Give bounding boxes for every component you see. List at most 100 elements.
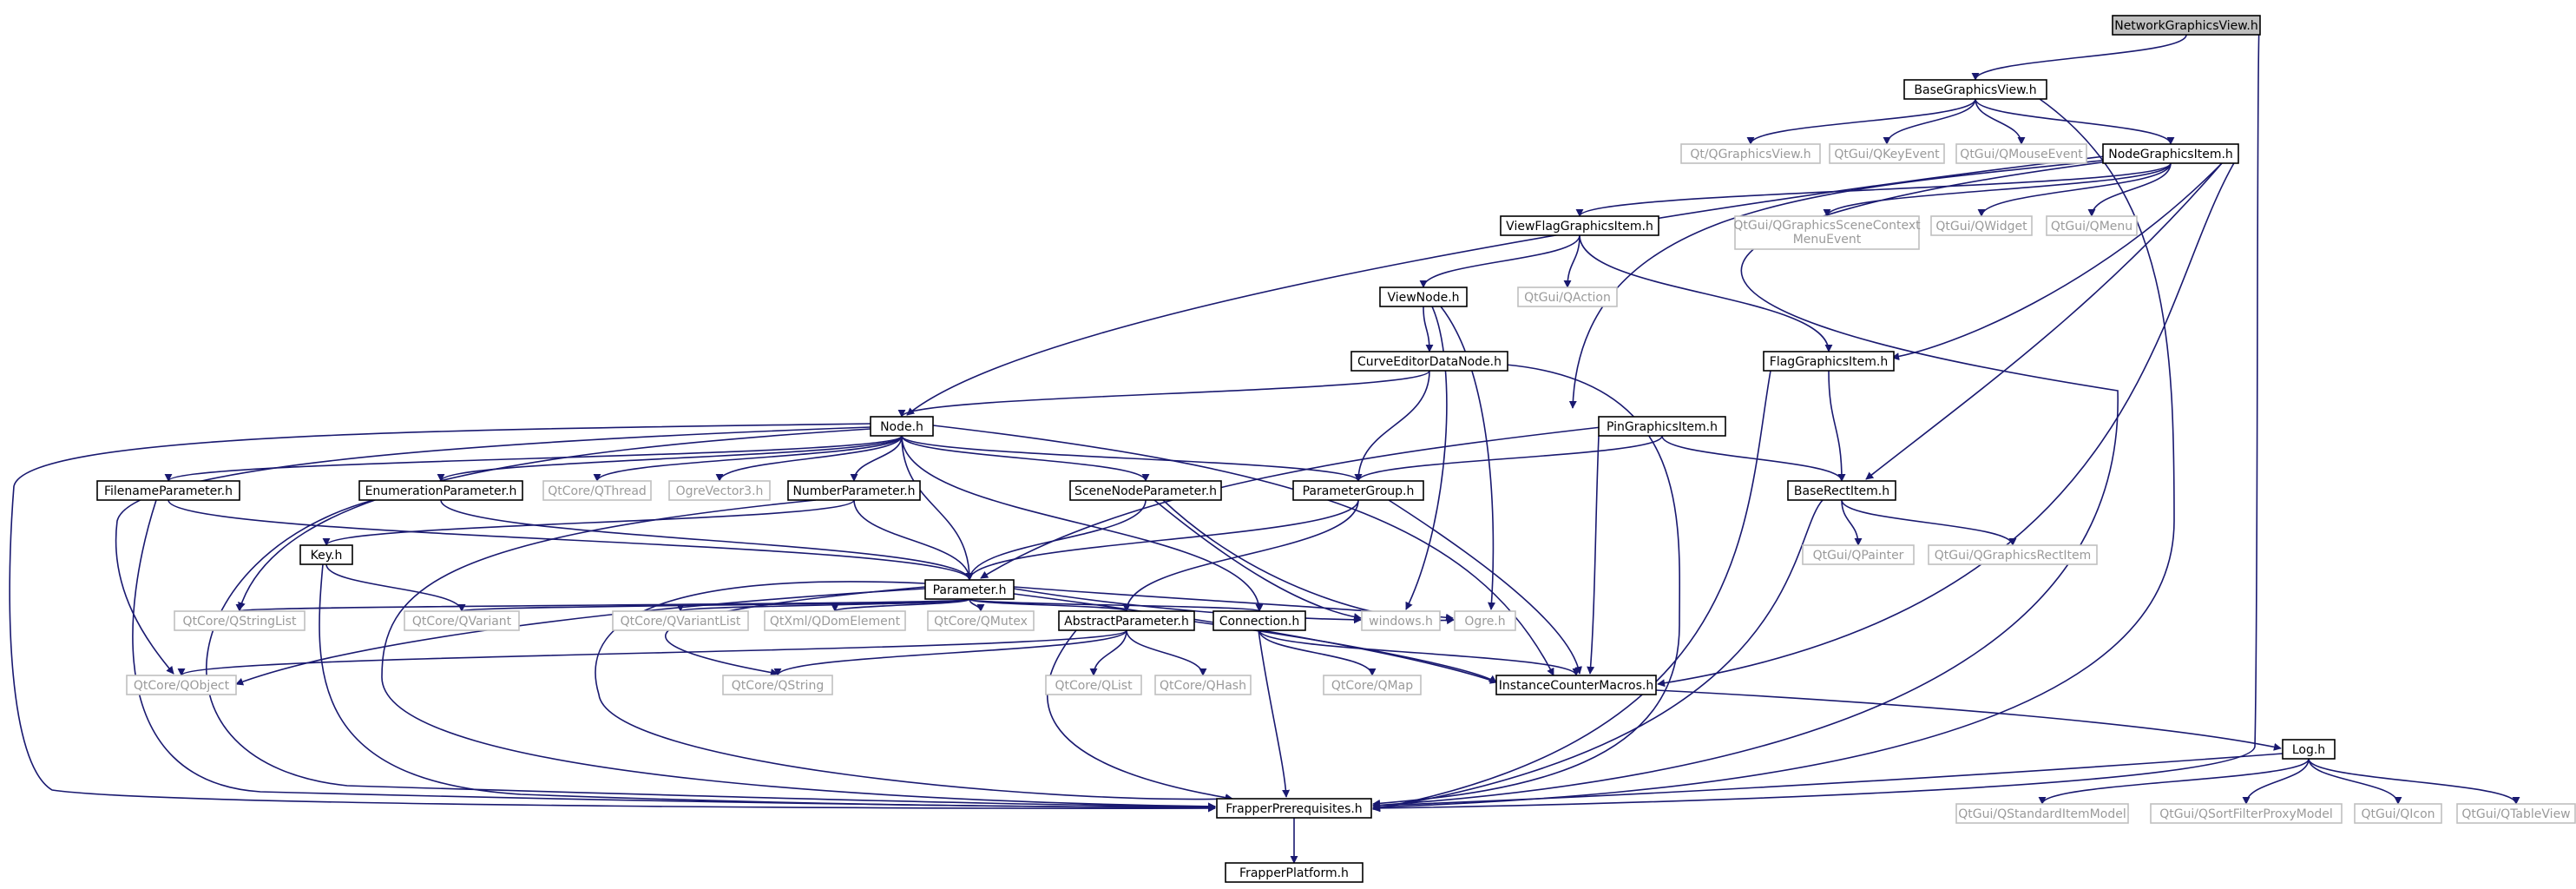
node-box	[1212, 610, 1306, 631]
edge-node-graphics-item-to-flag-graphics-item	[1891, 162, 2223, 361]
node-label: Parameter.h	[933, 583, 1007, 597]
edge-node-graphics-item-to-view-flag-graphics-item	[1575, 162, 2172, 217]
node-view-node[interactable]: ViewNode.h	[1379, 286, 1468, 307]
edge-parameter-group-to-instance-counter-macros	[1388, 499, 1582, 675]
edge-parameter-group-to-parameter	[965, 499, 1359, 581]
node-label: SceneNodeParameter.h	[1074, 484, 1217, 498]
node-frapper-prerequisites[interactable]: FrapperPrerequisites.h	[1216, 798, 1372, 819]
edge-node-to-number-parameter	[850, 435, 903, 482]
node-label: QtGui/QGraphicsSceneContext	[1733, 219, 1921, 233]
node-box	[2150, 803, 2343, 824]
node-view-flag-graphics-item[interactable]: ViewFlagGraphicsItem.h	[1500, 215, 1659, 236]
node-label: QtGui/QStandardItemModel	[1958, 807, 2126, 821]
edge-log-to-qtgui-qsortfilterproxymodel	[2242, 758, 2310, 805]
edge-node-to-qtcore-qthread	[593, 435, 903, 482]
edge-node-graphics-item-to-instance-counter-macros	[1657, 161, 2236, 688]
node-qtcore-qstringlist: QtCore/QStringList	[174, 610, 306, 631]
node-box	[2282, 739, 2336, 760]
node-label: QtCore/QThread	[548, 484, 647, 498]
node-ogre-vector3: OgreVector3.h	[668, 480, 771, 501]
node-enumeration-parameter[interactable]: EnumerationParameter.h	[358, 480, 523, 501]
node-base-rect-item[interactable]: BaseRectItem.h	[1787, 480, 1896, 501]
edge-parameter-to-qtcore-qvariantlist	[676, 598, 970, 612]
node-box	[126, 675, 237, 695]
edge-view-node-to-ogre	[1440, 306, 1496, 610]
node-label: QtCore/QStringList	[183, 615, 297, 629]
node-label: ParameterGroup.h	[1303, 484, 1415, 498]
edge-node-to-scene-node-parameter	[901, 435, 1150, 482]
edge-view-flag-graphics-item-to-flag-graphics-item	[1579, 234, 1833, 352]
edge-base-graphics-view-to-qt-qgraphicsview	[1746, 98, 1976, 145]
edge-node-to-connection	[901, 435, 1264, 612]
node-label: Log.h	[2292, 743, 2325, 757]
node-qtcore-qvariant: QtCore/QVariant	[404, 610, 520, 631]
node-frapper-platform[interactable]: FrapperPlatform.h	[1225, 862, 1364, 883]
edge-log-to-frapper-prerequisites	[1372, 753, 2284, 810]
node-label: Key.h	[311, 549, 343, 563]
edge-node-to-parameter	[901, 435, 974, 581]
node-box	[1225, 862, 1364, 883]
node-qtgui-qpainter: QtGui/QPainter	[1802, 544, 1915, 565]
node-network-graphics-view[interactable]: NetworkGraphicsView.h	[2112, 15, 2261, 36]
node-box	[1495, 675, 1657, 695]
edge-node-to-ogre-vector3	[715, 435, 903, 482]
node-box	[924, 579, 1015, 600]
node-label: PinGraphicsItem.h	[1607, 420, 1718, 434]
node-box	[1763, 351, 1895, 372]
edge-pin-graphics-item-to-base-rect-item	[1661, 435, 1846, 482]
edge-instance-counter-macros-to-log	[1655, 689, 2282, 751]
node-connection[interactable]: Connection.h	[1212, 610, 1306, 631]
node-label: FlagGraphicsItem.h	[1770, 355, 1888, 369]
edge-flag-graphics-item-to-frapper-prerequisites	[1372, 370, 1771, 812]
edge-node-graphics-item-to-qtgui-qmenu	[2087, 162, 2172, 217]
node-parameter-group[interactable]: ParameterGroup.h	[1292, 480, 1424, 501]
node-node-graphics-item[interactable]: NodeGraphicsItem.h	[2102, 143, 2239, 164]
node-qtgui-qmouseevent: QtGui/QMouseEvent	[1955, 143, 2087, 164]
edge-parameter-to-frapper-prerequisites	[595, 581, 1233, 803]
node-curve-editor-data-node[interactable]: CurveEditorDataNode.h	[1350, 351, 1508, 372]
edge-log-to-qtgui-qtableview	[2308, 758, 2520, 805]
node-pin-graphics-item[interactable]: PinGraphicsItem.h	[1598, 416, 1726, 437]
node-filename-parameter[interactable]: FilenameParameter.h	[96, 480, 240, 501]
edge-base-rect-item-to-frapper-prerequisites	[1372, 499, 1824, 813]
edge-scene-node-parameter-to-parameter	[965, 499, 1147, 581]
edge-node-graphics-item-to-qtgui-qgraphicsscenecontextmenuevent	[1823, 162, 2172, 217]
node-base-graphics-view[interactable]: BaseGraphicsView.h	[1903, 79, 2047, 100]
edge-node-to-filename-parameter	[164, 435, 903, 482]
node-label: QtCore/QString	[732, 679, 824, 693]
edge-connection-to-instance-counter-macros	[1258, 629, 1580, 676]
node-parameter[interactable]: Parameter.h	[924, 579, 1015, 600]
node-node[interactable]: Node.h	[870, 416, 934, 437]
edge-base-graphics-view-to-qtgui-qmouseevent	[1975, 98, 2026, 145]
node-qtgui-qstandarditemmodel: QtGui/QStandardItemModel	[1955, 803, 2129, 824]
edge-curve-editor-data-node-to-node	[897, 370, 1430, 418]
node-label: QtCore/QObject	[134, 679, 230, 693]
edge-number-parameter-to-frapper-prerequisites	[381, 499, 1216, 811]
node-box	[668, 480, 771, 501]
node-label: QtGui/QGraphicsRectItem	[1935, 549, 2091, 563]
node-qtgui-qgraphicsrectitem: QtGui/QGraphicsRectItem	[1928, 544, 2098, 565]
node-label-line2: MenuEvent	[1793, 233, 1862, 247]
node-flag-graphics-item[interactable]: FlagGraphicsItem.h	[1763, 351, 1895, 372]
node-label: QtGui/QMenu	[2051, 220, 2132, 234]
node-box	[1292, 480, 1424, 501]
node-key[interactable]: Key.h	[299, 544, 353, 565]
node-ogre: Ogre.h	[1454, 610, 1516, 631]
edge-abstract-parameter-to-frapper-prerequisites	[1046, 629, 1233, 802]
node-box	[1955, 803, 2129, 824]
node-log[interactable]: Log.h	[2282, 739, 2336, 760]
node-box	[1598, 416, 1726, 437]
node-scene-node-parameter[interactable]: SceneNodeParameter.h	[1069, 480, 1222, 501]
node-qtcore-qmap: QtCore/QMap	[1323, 675, 1422, 695]
node-box	[870, 416, 934, 437]
node-label: ViewNode.h	[1387, 291, 1459, 305]
node-qtgui-qsortfilterproxymodel: QtGui/QSortFilterProxyModel	[2150, 803, 2343, 824]
node-box	[1379, 286, 1468, 307]
node-label: QtCore/QHash	[1160, 679, 1246, 693]
node-number-parameter[interactable]: NumberParameter.h	[787, 480, 921, 501]
node-instance-counter-macros[interactable]: InstanceCounterMacros.h	[1495, 675, 1657, 695]
node-qtgui-qtableview: QtGui/QTableView	[2456, 803, 2576, 824]
edge-parameter-to-qtcore-qstringlist	[236, 598, 970, 612]
node-abstract-parameter[interactable]: AbstractParameter.h	[1058, 610, 1195, 631]
